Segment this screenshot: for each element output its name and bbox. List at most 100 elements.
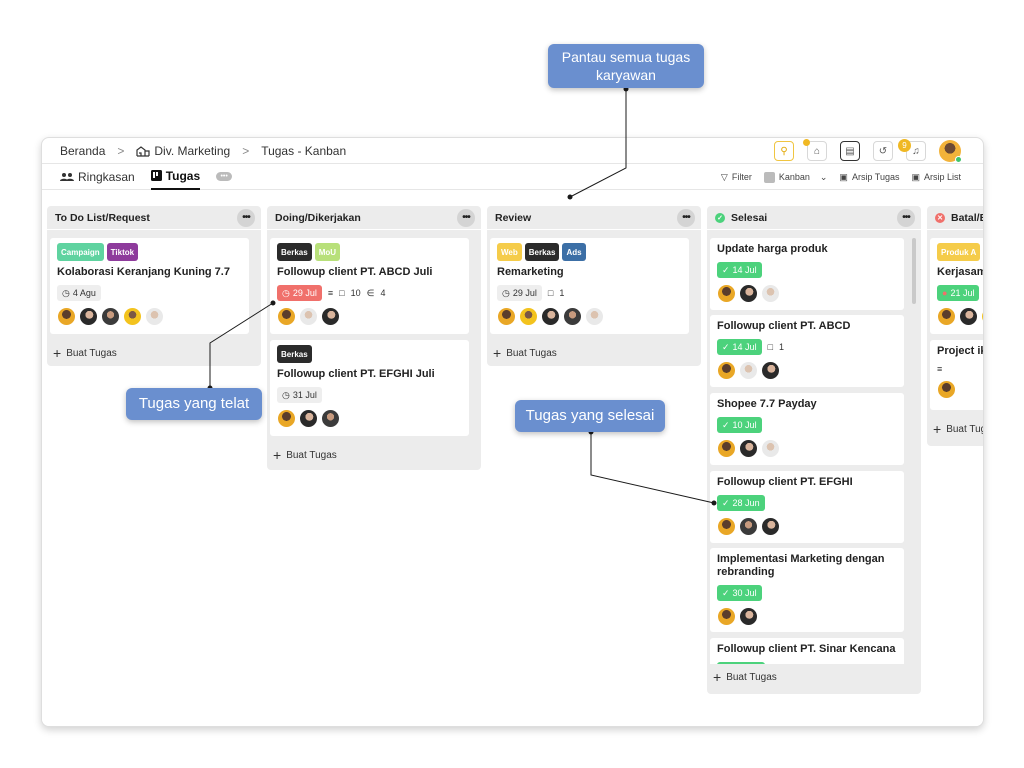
avatar — [57, 307, 76, 326]
avatar — [79, 307, 98, 326]
tag: Ads — [562, 243, 586, 261]
due-date-done: ✓14 Jul — [717, 262, 762, 278]
user-avatar[interactable] — [939, 140, 962, 163]
clock-icon: ◷ — [62, 287, 70, 298]
plus-icon: + — [53, 345, 62, 361]
card-title: Implementasi Marketing dengan rebranding — [717, 553, 885, 578]
avatar — [937, 307, 956, 326]
check-circle-icon: ✓ — [715, 212, 725, 223]
due-date-done: ✓28 Jun — [717, 495, 765, 511]
avatar — [717, 517, 736, 536]
plus-icon: + — [493, 345, 502, 361]
task-card[interactable]: Followup client PT. ABCD ✓14 Jul□1 — [710, 315, 904, 387]
check-circle-icon: ✓ — [722, 341, 730, 352]
add-task-button[interactable]: +Buat Tugas — [933, 421, 983, 437]
breadcrumb-home[interactable]: Beranda — [60, 143, 106, 158]
clock-icon: ◷ — [282, 389, 290, 400]
assignees — [717, 607, 897, 626]
clock-icon: ◷ — [282, 287, 290, 298]
history-button[interactable]: ↺ — [873, 141, 893, 161]
avatar — [937, 380, 956, 399]
add-task-button[interactable]: +Buat Tugas — [713, 670, 777, 684]
avatar — [277, 307, 296, 326]
avatar — [959, 307, 978, 326]
task-card[interactable]: Shopee 7.7 Payday ✓10 Jul — [710, 393, 904, 465]
board-tools: ▽Filter Kanban⌄ ▣Arsip Tugas ▣Arsip List — [721, 164, 961, 190]
task-card[interactable]: Followup client PT. Sinar Kencana — [710, 638, 904, 664]
comment-icon: □ — [547, 288, 554, 298]
avatar — [321, 307, 340, 326]
breadcrumb-division[interactable]: Div. Marketing — [154, 143, 231, 158]
archive-list-button[interactable]: ▣Arsip List — [911, 172, 961, 183]
tab-tugas[interactable]: Tugas — [150, 164, 201, 190]
view-label: Kanban — [778, 172, 810, 182]
plus-icon: + — [713, 669, 722, 685]
avatar — [739, 517, 758, 536]
due-date-done: ✓14 Jul — [717, 339, 762, 355]
card-title: Kolaborasi Keranjang Kuning 7.7 — [57, 266, 230, 278]
avatar — [123, 307, 142, 326]
view-select[interactable]: Kanban⌄ — [763, 171, 827, 183]
notification-button[interactable]: 9♫ — [898, 139, 926, 161]
check-circle-icon: ✓ — [722, 497, 730, 508]
column-doing: Doing/Dikerjakan ••• Berkas MoU Followup … — [267, 206, 481, 470]
task-card[interactable]: Implementasi Marketing dengan rebranding… — [710, 548, 904, 632]
attachment-count: 4 — [380, 288, 386, 298]
tag: Berkas — [277, 243, 312, 261]
close-circle-icon: ✕ — [935, 212, 945, 223]
office-button[interactable]: ⌂ — [803, 139, 827, 161]
clipboard-button[interactable]: ▤ — [840, 141, 860, 161]
filter-button[interactable]: ▽Filter — [721, 172, 752, 183]
search-button[interactable]: ⚲ — [774, 141, 794, 161]
task-card[interactable]: Berkas Followup client PT. EFGHI Juli ◷3… — [270, 340, 469, 436]
avatar — [739, 439, 758, 458]
avatar — [717, 439, 736, 458]
more-tabs-button[interactable]: ••• — [216, 172, 233, 181]
card-title: Followup client PT. ABCD Juli — [277, 266, 433, 278]
tab-label: Tugas — [165, 168, 201, 183]
column-title-text: To Do List/Request — [55, 211, 150, 224]
history-icon: ↺ — [878, 145, 888, 157]
card-title: Followup client PT. ABCD — [717, 320, 851, 332]
column-title-text: Doing/Dikerjakan — [275, 211, 361, 224]
tag: MoU — [314, 243, 341, 261]
card-title: Followup client PT. EFGHI — [717, 476, 853, 488]
task-card[interactable]: Campaign Tiktok Kolaborasi Keranjang Kun… — [50, 238, 249, 334]
avatar — [145, 307, 164, 326]
task-card[interactable]: Update harga produk ✓14 Jul — [710, 238, 904, 310]
chevron-right-icon: > — [117, 143, 125, 158]
more-icon[interactable]: ••• — [677, 209, 695, 227]
task-card[interactable]: Berkas MoU Followup client PT. ABCD Juli… — [270, 238, 469, 334]
avatar — [585, 307, 604, 326]
due-date-done: ✓30 Jul — [717, 585, 762, 601]
add-task-label: Buat Tugas — [506, 347, 557, 359]
card-title: Kerjasam — [937, 266, 984, 278]
scrollbar[interactable] — [912, 238, 916, 304]
due-date-text: 10 Jul — [732, 420, 757, 430]
task-card[interactable]: Produk A Kerjasam ●21 Jul — [930, 238, 984, 334]
task-card[interactable]: Followup client PT. EFGHI ✓28 Jun — [710, 471, 904, 543]
add-task-button[interactable]: + Buat Tugas — [493, 346, 557, 360]
archive-list-label: Arsip List — [923, 172, 961, 182]
column-title: ✕ Batal/Bl — [927, 206, 983, 230]
avatar — [277, 409, 296, 428]
search-icon: ⚲ — [780, 145, 788, 157]
due-date-text: 14 Jul — [732, 265, 757, 275]
card-title: Remarketing — [497, 266, 564, 278]
add-task-button[interactable]: +Buat Tugas — [273, 448, 337, 462]
tag: Campaign — [57, 243, 104, 261]
due-date: ◷4 Agu — [57, 285, 101, 301]
archive-tasks-button[interactable]: ▣Arsip Tugas — [839, 172, 899, 183]
add-task-button[interactable]: + Buat Tugas — [53, 346, 117, 360]
assignees — [277, 307, 462, 326]
tab-ringkasan[interactable]: Ringkasan — [60, 164, 135, 190]
more-icon[interactable]: ••• — [237, 209, 255, 227]
more-icon[interactable]: ••• — [457, 209, 475, 227]
archive-icon: ▣ — [911, 171, 920, 182]
task-card[interactable]: Web Berkas Ads Remarketing ◷29 Jul □1 — [490, 238, 689, 334]
add-task-label: Buat Tugas — [66, 347, 117, 359]
more-icon[interactable]: ••• — [897, 209, 915, 227]
task-card[interactable]: Project ik ≡ — [930, 340, 983, 410]
plus-icon: + — [933, 421, 942, 437]
column-todo: To Do List/Request ••• Campaign Tiktok Ko… — [47, 206, 261, 366]
